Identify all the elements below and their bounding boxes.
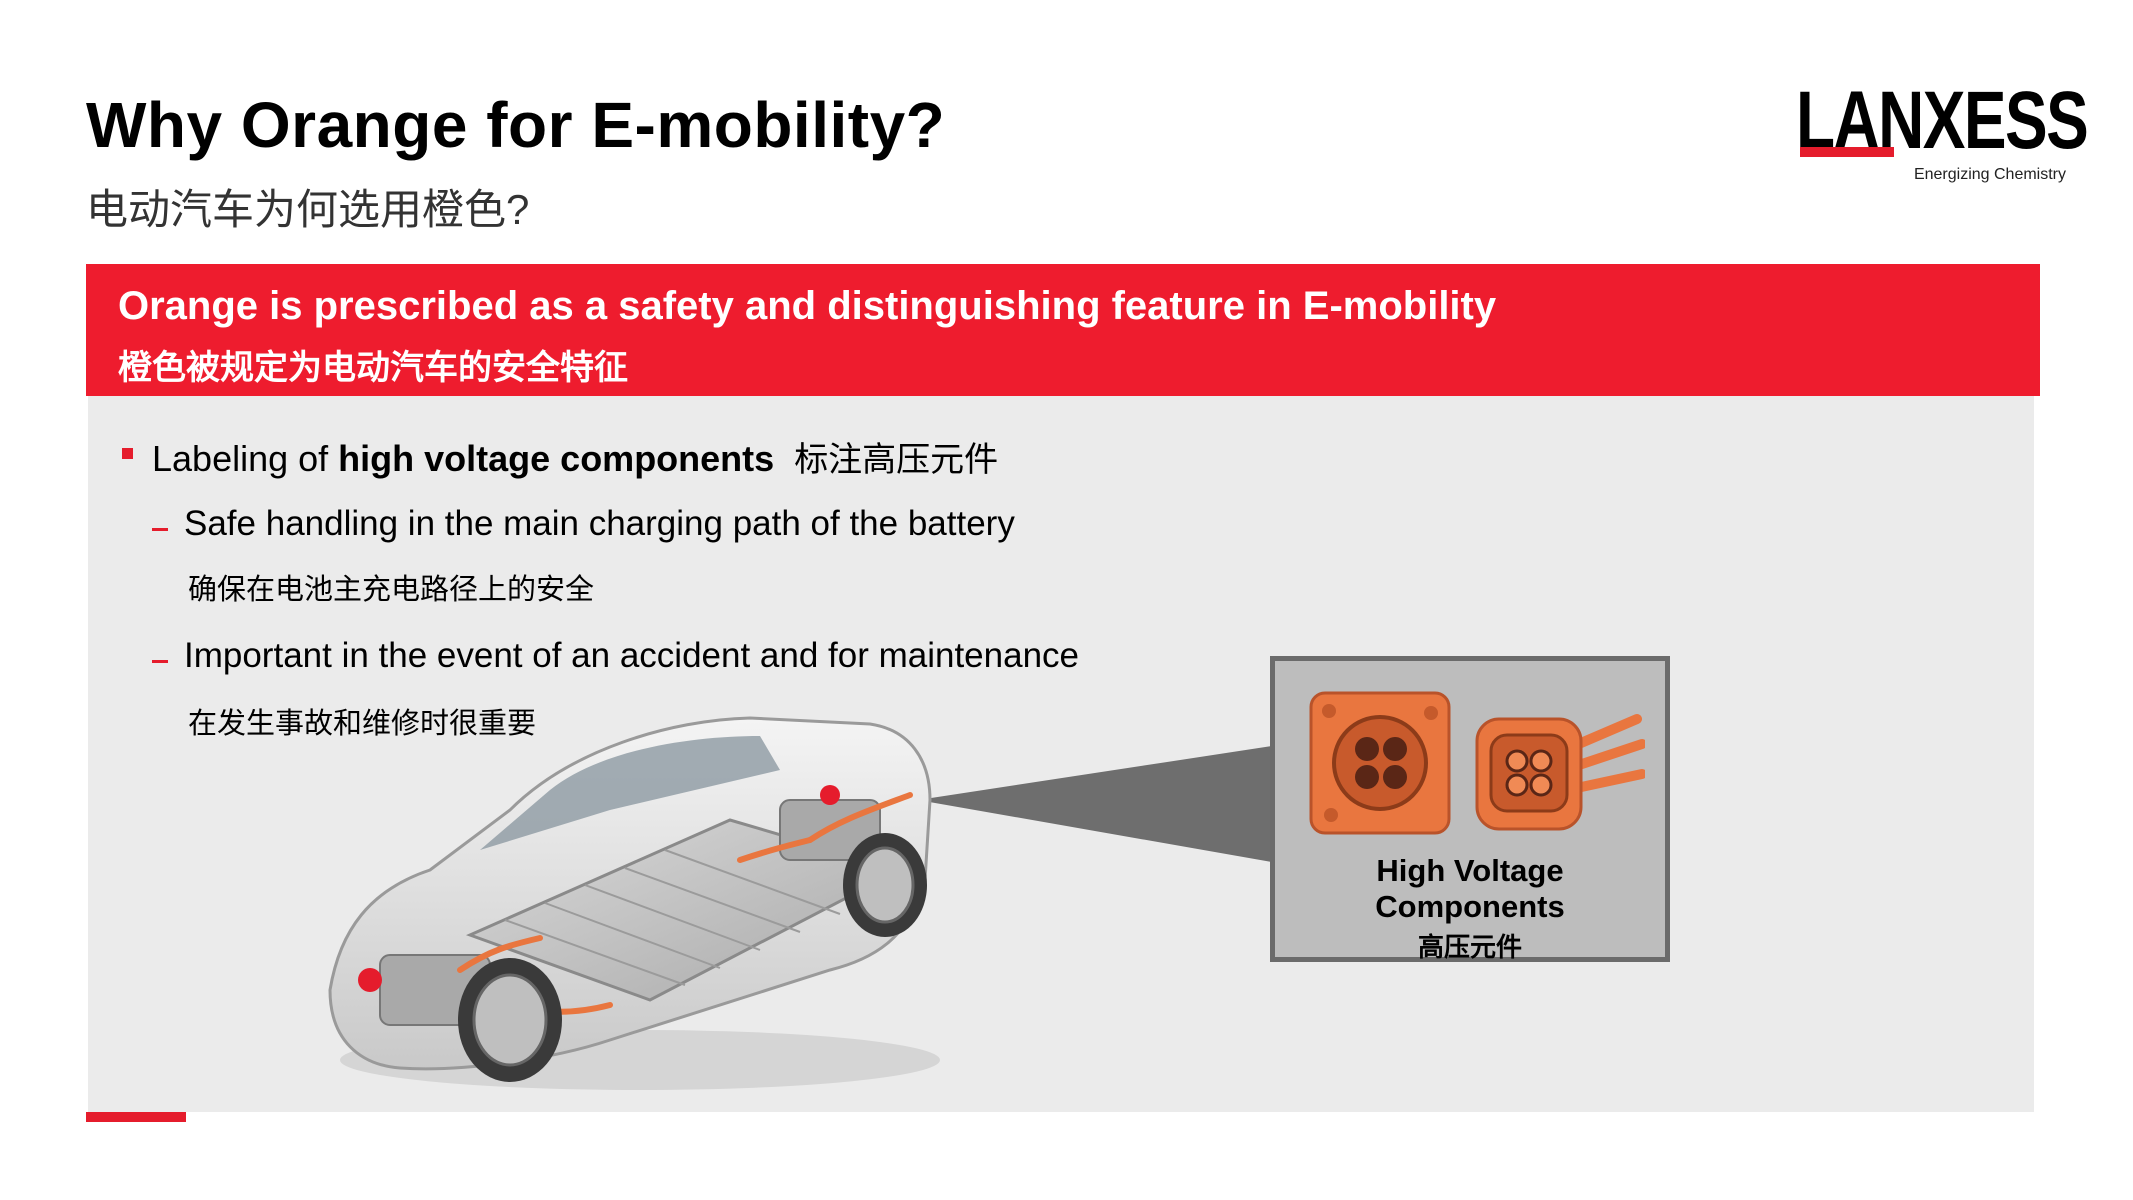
callout-label-line3: 高压元件: [1417, 932, 1522, 962]
page-subtitle: 电动汽车为何选用橙色?: [86, 186, 530, 233]
hv-connector-icon: [1309, 691, 1645, 835]
page-title: Why Orange for E-mobility?: [86, 89, 946, 161]
electric-car-cutaway-image: [328, 716, 940, 1090]
banner-headline-zh: 橙色被规定为电动汽车的安全特征: [118, 349, 628, 387]
logo-tagline: Energizing Chemistry: [1913, 166, 2066, 183]
company-logo: LANXESS Energizing Chemistry: [1796, 76, 2089, 196]
bullet-main-bold: high voltage components: [338, 438, 775, 479]
sub-bullet-1-zh: 确保在电池主充电路径上的安全: [188, 574, 595, 606]
footer-accent-line: [86, 1112, 186, 1122]
sub-bullet-1-en: Safe handling in the main charging path …: [184, 504, 1015, 543]
banner-headline-en: Orange is prescribed as a safety and dis…: [118, 284, 1497, 328]
callout-label-line1: High Voltage: [1376, 853, 1564, 888]
sub-bullet-dash: [152, 660, 168, 663]
bullet-main: Labeling of high voltage components 标注高压元…: [152, 432, 998, 481]
hv-components-callout: High Voltage Components 高压元件: [1270, 656, 1670, 962]
bullet-main-zh: 标注高压元件: [794, 441, 999, 479]
headline-banner: Orange is prescribed as a safety and dis…: [86, 264, 2040, 396]
sub-bullet-dash: [152, 528, 168, 531]
bullet-square: [122, 448, 133, 459]
sub-bullet-2-zh: 在发生事故和维修时很重要: [188, 708, 537, 740]
logo-underline: [1800, 147, 1894, 157]
callout-pointer: [918, 746, 1272, 862]
callout-label-line2: Components: [1375, 889, 1565, 924]
bullet-main-prefix: Labeling of: [152, 438, 339, 479]
sub-bullet-2-en: Important in the event of an accident an…: [184, 636, 1080, 675]
